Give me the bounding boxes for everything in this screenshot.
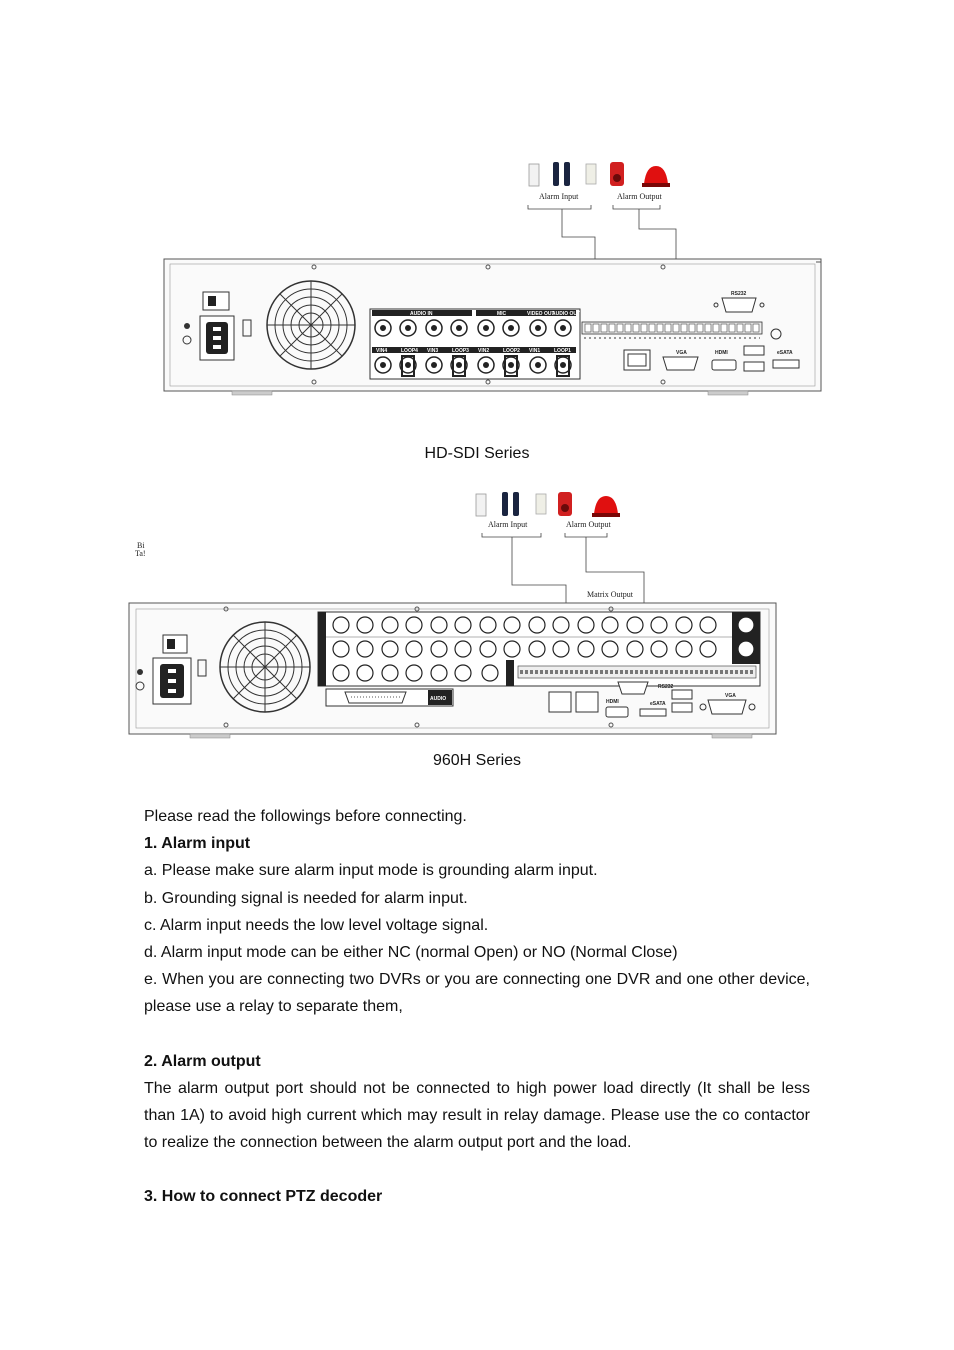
svg-text:LOOP1: LOOP1 bbox=[554, 348, 571, 354]
svg-text:VIN1: VIN1 bbox=[529, 348, 540, 354]
section-heading-alarm-input: 1. Alarm input bbox=[144, 835, 251, 853]
side-text-2: Ta! bbox=[135, 549, 146, 558]
hd-sdi-rear-panel-figure: Alarm Input Alarm Output bbox=[0, 150, 954, 410]
figure-caption-960h: 960H Series bbox=[432, 752, 522, 769]
side-text-1: Bi bbox=[137, 541, 145, 550]
rs232-port: RS232 bbox=[713, 291, 765, 313]
list-item: e. When you are connecting two DVRs or y… bbox=[144, 971, 810, 1016]
rear-io-ports: VGA HDMI eSATA bbox=[623, 328, 800, 372]
list-item: d. Alarm input mode can be either NC (no… bbox=[144, 944, 678, 962]
alarm-input-label: Alarm Input bbox=[488, 520, 528, 529]
fan-icon bbox=[266, 280, 356, 370]
svg-text:VIDEO OUT: VIDEO OUT bbox=[527, 311, 555, 317]
svg-text:LOOP2: LOOP2 bbox=[503, 348, 520, 354]
svg-text:VGA: VGA bbox=[725, 693, 736, 699]
svg-text:VIN4: VIN4 bbox=[376, 348, 387, 354]
power-switch-icon bbox=[162, 634, 188, 654]
list-item: c. Alarm input needs the low level volta… bbox=[144, 916, 489, 934]
audio-port: AUDIO bbox=[325, 688, 454, 707]
alarm-input-devices bbox=[528, 162, 597, 187]
list-item: b. Grounding signal is needed for alarm … bbox=[144, 889, 468, 907]
svg-text:VIN3: VIN3 bbox=[427, 348, 438, 354]
alarm-output-label: Alarm Output bbox=[617, 192, 662, 201]
svg-text:HDMI: HDMI bbox=[606, 699, 619, 705]
figure-caption-hd-sdi: HD-SDI Series bbox=[424, 445, 530, 462]
power-switch-icon bbox=[202, 291, 230, 311]
svg-text:eSATA: eSATA bbox=[777, 350, 793, 356]
list-item: a. Please make sure alarm input mode is … bbox=[144, 862, 598, 880]
svg-text:HDMI: HDMI bbox=[715, 350, 728, 356]
svg-text:LOOP3: LOOP3 bbox=[452, 348, 469, 354]
alarm-input-devices bbox=[475, 492, 547, 517]
section-heading-alarm-output: 2. Alarm output bbox=[144, 1052, 261, 1070]
svg-text:AUDIO IN: AUDIO IN bbox=[410, 311, 433, 317]
alarm-output-devices bbox=[558, 492, 620, 517]
alarm-input-label: Alarm Input bbox=[539, 192, 579, 201]
alarm-output-label: Alarm Output bbox=[566, 520, 611, 529]
alarm-terminal-block bbox=[581, 321, 763, 339]
matrix-output-label: Matrix Output bbox=[587, 590, 634, 599]
bnc-port-matrix bbox=[317, 611, 761, 687]
svg-text:eSATA: eSATA bbox=[650, 701, 666, 707]
power-socket-icon bbox=[182, 315, 252, 361]
svg-text:RS232: RS232 bbox=[658, 684, 674, 690]
fan-icon bbox=[219, 621, 311, 713]
power-socket-icon bbox=[135, 657, 207, 705]
alarm-output-paragraph: The alarm output port should not be conn… bbox=[144, 1079, 810, 1152]
svg-text:AUDIO OUT: AUDIO OUT bbox=[552, 311, 580, 317]
svg-text:VGA: VGA bbox=[676, 350, 687, 356]
alarm-output-devices bbox=[610, 162, 670, 187]
960h-rear-panel-figure: Alarm Input Alarm Output Matrix Output B… bbox=[0, 482, 954, 752]
section-heading-ptz-decoder: 3. How to connect PTZ decoder bbox=[144, 1188, 383, 1206]
svg-text:RS232: RS232 bbox=[731, 291, 747, 297]
svg-text:LOOP4: LOOP4 bbox=[401, 348, 418, 354]
intro-text: Please read the followings before connec… bbox=[144, 808, 467, 825]
rear-io-ports: RS232 HDMI eSATA VGA bbox=[548, 681, 756, 718]
svg-text:MIC: MIC bbox=[497, 311, 507, 317]
svg-text:AUDIO: AUDIO bbox=[430, 696, 446, 702]
svg-text:VIN2: VIN2 bbox=[478, 348, 489, 354]
instructions-text: Please read the followings before connec… bbox=[144, 803, 810, 1211]
bnc-port-block: AUDIO IN MIC VIDEO OUT AUDIO OUT VIN4 LO… bbox=[369, 308, 581, 380]
